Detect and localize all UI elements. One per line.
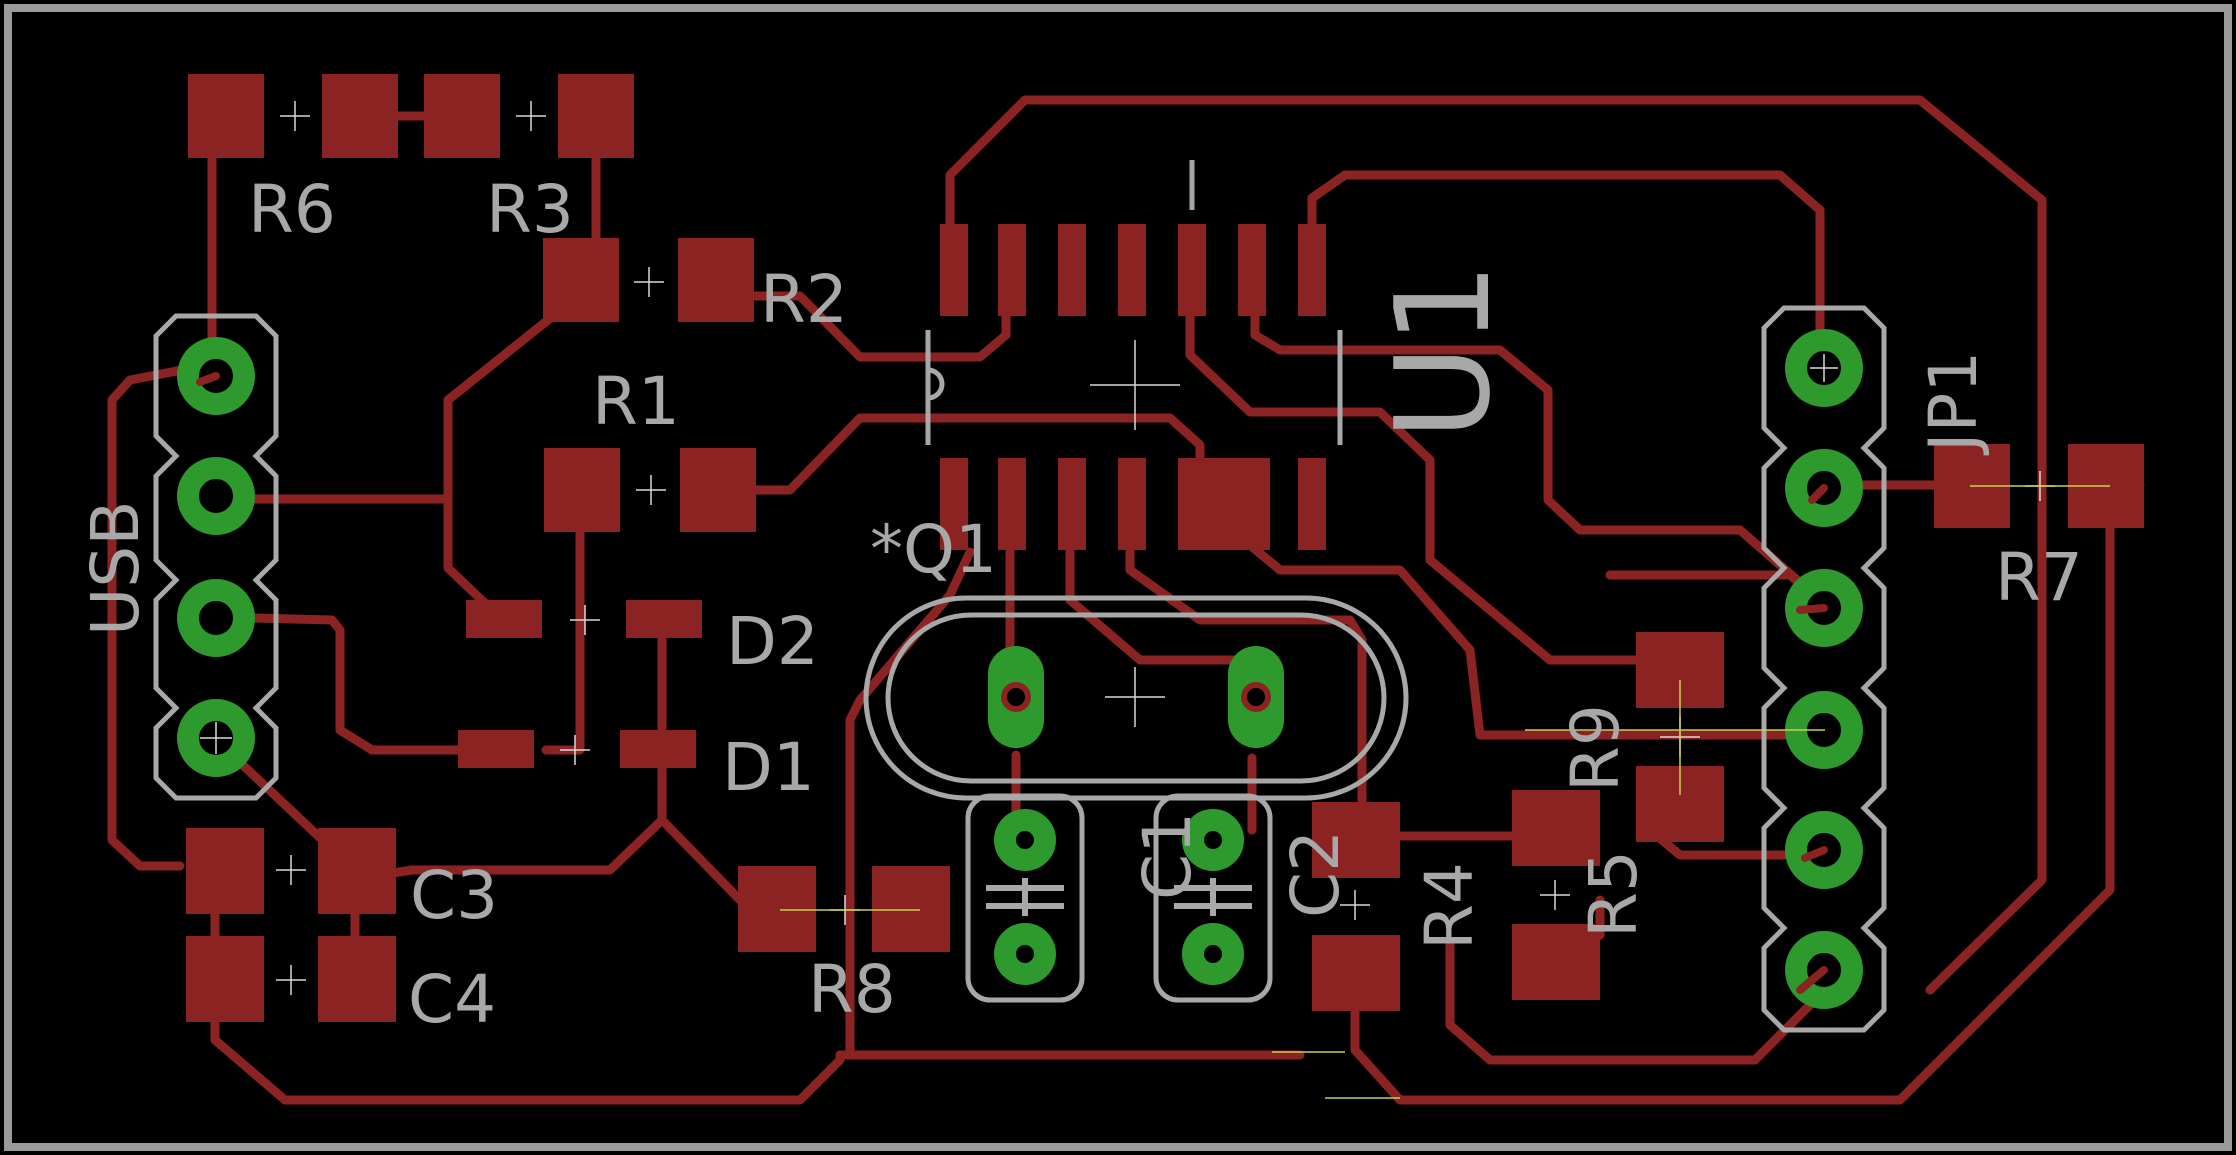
u1-pin-top[interactable] [1178,224,1206,316]
pad-trace-stubs [196,372,1828,994]
label-c3: C3 [410,857,498,934]
u1-pin-top[interactable] [1298,224,1326,316]
r9-pad-2[interactable] [1512,924,1600,1000]
u1-pin-top[interactable] [940,224,968,316]
c4-pad-1[interactable] [186,936,264,1022]
r2-pad-2[interactable] [678,238,754,322]
c3-pad-2[interactable] [318,828,396,914]
u1-pin-top[interactable] [1058,224,1086,316]
q1-outline-inner [885,612,1387,784]
label-q1: *Q1 [870,511,997,588]
c1-pin-1[interactable] [994,809,1056,871]
r4-pad-1[interactable] [1312,802,1400,878]
label-d1: D1 [722,729,815,806]
u1-pin-top[interactable] [1238,224,1266,316]
r1-pad-1[interactable] [544,448,620,532]
label-d2: D2 [726,603,819,680]
dimension-marks [780,485,2110,1099]
usb-pin-2[interactable] [177,457,255,535]
u1-notch [927,367,945,401]
u1-pin-top[interactable] [1118,224,1146,316]
d1-pad-2[interactable] [620,730,696,768]
component-labels: R6 R3 R2 R1 D2 D1 *Q1 C3 C4 R8 R7 USB C1… [77,171,2083,1038]
through-hole-pads [177,329,1863,1009]
smd-pads [186,74,2144,1022]
label-c2: C2 [1277,830,1354,918]
r8-pad-1[interactable] [738,866,816,952]
label-r1: R1 [592,363,680,440]
u1-pin-top[interactable] [998,224,1026,316]
c3-pad-1[interactable] [186,828,264,914]
c1-outline [965,793,1085,1003]
label-r8: R8 [808,951,896,1028]
r6-pad-1[interactable] [188,74,264,158]
capacitor-symbols [986,878,1252,916]
r3-pad-2[interactable] [558,74,634,158]
silkscreen-outlines [153,160,1887,1033]
u1-pin-bottom[interactable] [940,458,968,550]
label-c4: C4 [408,961,496,1038]
r3-pad-1[interactable] [424,74,500,158]
label-u1: U1 [1367,262,1519,440]
jp1-header-outline [1761,305,1887,1033]
r4-pad-2[interactable] [1312,935,1400,1011]
usb-header-outline [153,313,279,801]
r1-pad-2[interactable] [680,448,756,532]
q1-drill-1 [1001,682,1031,712]
u1-pin-bottom[interactable] [998,458,1026,550]
label-r2: R2 [760,261,848,338]
q1-drill-2 [1241,682,1271,712]
r2-pad-1[interactable] [543,238,619,322]
r6-pad-2[interactable] [322,74,398,158]
d2-pad-2[interactable] [626,600,702,638]
u1-pin-bottom[interactable] [1118,458,1146,550]
c2-pin-2[interactable] [1182,923,1244,985]
label-jp1: JP1 [1915,351,1992,456]
d2-pad-1[interactable] [466,600,542,638]
label-r3: R3 [486,171,574,248]
c2-pin-1[interactable] [1182,809,1244,871]
label-r7: R7 [1995,539,2083,616]
u1-pin-bottom[interactable] [1298,458,1326,550]
u1-pin-bottom-bridge [1190,458,1270,550]
d1-pad-1[interactable] [458,730,534,768]
u1-pin-bottom[interactable] [1058,458,1086,550]
board-outline [4,4,2232,1151]
r9-pad-1[interactable] [1512,790,1600,866]
label-c1: C1 [1129,812,1206,900]
c4-pad-2[interactable] [318,936,396,1022]
label-r5: R5 [1575,850,1652,938]
label-usb: USB [77,501,154,636]
c2-outline [1153,793,1273,1003]
q1-outline-outer [863,595,1409,801]
label-r4: R4 [1411,862,1488,950]
usb-pin-3[interactable] [177,579,255,657]
label-r6: R6 [248,171,336,248]
c1-pin-2[interactable] [994,923,1056,985]
label-r9: R9 [1557,704,1634,792]
r8-pad-2[interactable] [872,866,950,952]
